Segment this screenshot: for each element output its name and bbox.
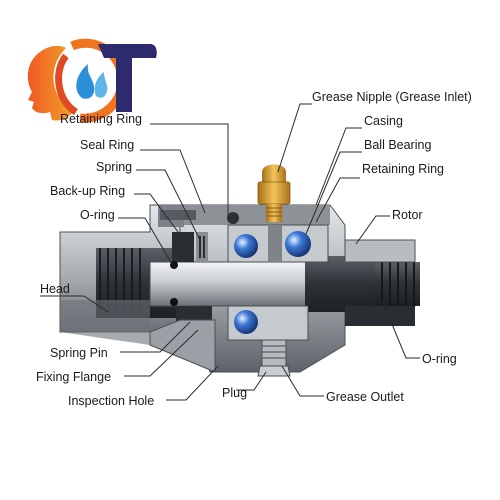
label-casing: Casing (364, 114, 403, 128)
label-retaining-ring-right: Retaining Ring (362, 162, 444, 176)
label-plug: Plug (222, 386, 248, 400)
label-spring: Spring (96, 160, 133, 174)
label-grease-nipple: Grease Nipple (Grease Inlet) (312, 90, 472, 104)
label-retaining-ring-top: Retaining Ring (60, 112, 142, 126)
label-backup-ring: Back-up Ring (50, 184, 126, 198)
label-head: Head (40, 282, 70, 296)
label-fixing-flange: Fixing Flange (36, 370, 112, 384)
label-spring-pin: Spring Pin (50, 346, 108, 360)
label-o-ring-left: O-ring (80, 208, 115, 222)
label-rotor: Rotor (392, 208, 423, 222)
label-o-ring-right: O-ring (422, 352, 457, 366)
label-ball-bearing: Ball Bearing (364, 138, 432, 152)
label-seal-ring: Seal Ring (80, 138, 135, 152)
label-inspection-hole: Inspection Hole (68, 394, 155, 408)
label-grease-outlet: Grease Outlet (326, 390, 404, 404)
